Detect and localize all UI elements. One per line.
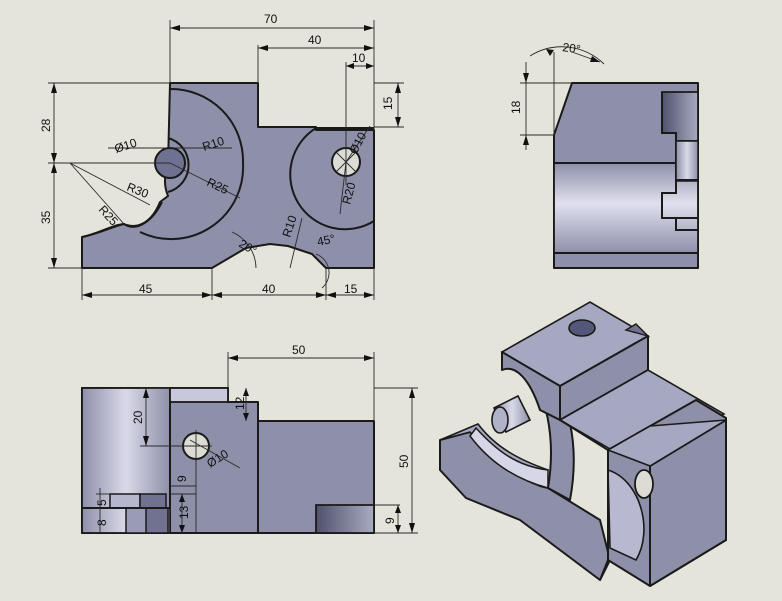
dim-50-height: 50	[397, 454, 411, 468]
dim-15-height: 15	[381, 96, 395, 110]
dim-13: 13	[177, 505, 191, 519]
dim-10: 10	[352, 51, 366, 65]
top-view: 50 50 9 12 20 Ø10 9 13 5 8	[81, 343, 418, 534]
dim-18: 18	[509, 100, 523, 114]
dim-40: 40	[308, 33, 322, 47]
dim-12: 12	[233, 396, 247, 410]
dim-9-right: 9	[383, 517, 397, 524]
dim-15-bottom: 15	[344, 282, 358, 296]
dim-r10-bottom: R10	[280, 213, 300, 239]
r25-outer-arc	[139, 87, 245, 241]
dim-70: 70	[264, 12, 278, 26]
dim-r10-top: R10	[201, 134, 227, 154]
dim-8: 8	[95, 519, 109, 526]
side-view: 20° 18	[509, 40, 699, 269]
left-boss-arc	[167, 137, 190, 193]
r20-arc	[289, 127, 375, 231]
dim-9-left: 9	[175, 475, 189, 482]
dim-angle-20-side: 20°	[562, 40, 582, 56]
dim-20: 20	[131, 410, 145, 424]
dim-35: 35	[39, 210, 53, 224]
front-view: 70 40 10 15 28 35	[39, 12, 404, 300]
dim-28: 28	[39, 118, 53, 132]
dim-dia-left: Ø10	[113, 135, 139, 155]
dim-r20: R20	[339, 181, 358, 206]
dim-40-bottom: 40	[262, 282, 276, 296]
dim-angle-45: 45°	[316, 231, 337, 249]
isometric-view	[439, 301, 727, 587]
dim-5: 5	[95, 499, 109, 506]
dim-45: 45	[139, 282, 153, 296]
dim-r30: R30	[125, 180, 151, 201]
dim-50-width: 50	[292, 343, 306, 357]
